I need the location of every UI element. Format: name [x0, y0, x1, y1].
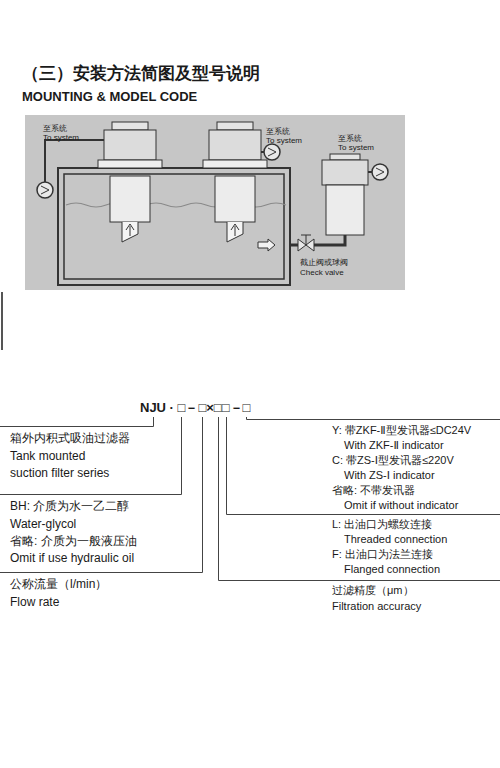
filter-flange	[98, 160, 162, 168]
section-heading: （三）安装方法简图及型号说明	[22, 64, 260, 84]
model-code: NJU · □－□×□□－□	[140, 401, 250, 416]
outlet-label: 至系统	[43, 124, 67, 133]
filter-head	[209, 130, 261, 160]
code-note: Tank mounted	[10, 450, 85, 464]
filter-head	[104, 130, 156, 160]
leader-line	[0, 417, 182, 495]
inlet-pipe	[290, 244, 298, 247]
code-note: Filtration accuracy	[332, 600, 421, 613]
tank-outer	[58, 168, 290, 285]
code-note: 过滤精度（μm）	[332, 584, 414, 597]
pump-symbol	[372, 164, 388, 180]
outlet-label: 至系统	[338, 134, 362, 143]
pump-symbol	[37, 182, 53, 198]
valve-label: 截止阀或球阀	[300, 258, 348, 267]
filter-cap	[112, 122, 148, 130]
code-note: Water-glycol	[10, 518, 76, 532]
code-note: Omit if use hydraulic oil	[10, 552, 134, 566]
code-note: 省略: 不带发讯器	[332, 484, 415, 497]
filter-body	[110, 176, 150, 222]
leader-line	[247, 417, 500, 420]
outlet-label: 至系统	[266, 127, 290, 136]
pump-mark	[268, 148, 276, 156]
code-note: 箱外内积式吸油过滤器	[10, 432, 130, 446]
code-note: With ZKF-Ⅱ indicator	[344, 439, 444, 452]
code-note: Threaded connection	[344, 533, 447, 546]
code-note: suction filter series	[10, 467, 109, 481]
filter-flange	[203, 160, 267, 168]
elbow-pipe	[314, 235, 345, 245]
code-note: Y: 带ZKF-Ⅱ型发讯器≤DC24V	[332, 424, 471, 437]
leader-line	[219, 417, 500, 581]
margin-bar	[1, 292, 3, 350]
filter-3	[258, 154, 388, 251]
code-note: With ZS-Ⅰ indicator	[344, 469, 435, 482]
illustration-panel	[25, 115, 405, 290]
inflow-arrow	[258, 239, 275, 251]
code-note: L: 出油口为螺纹连接	[332, 518, 432, 531]
pump-mark	[376, 168, 384, 176]
filter-head	[322, 160, 368, 185]
leader-line	[227, 417, 500, 515]
filter-1	[37, 122, 162, 242]
code-note: Omit if without indicator	[344, 499, 458, 512]
outlet-label: To system	[338, 143, 374, 152]
suction-tube	[122, 222, 138, 242]
leader-line	[0, 417, 203, 573]
leader-line	[0, 417, 154, 427]
pump-mark	[41, 186, 49, 194]
filter-body	[215, 176, 255, 222]
outlet-pipe	[45, 140, 104, 182]
tank-inner	[64, 174, 284, 279]
code-note: 公称流量（l/min）	[10, 578, 107, 592]
outlet-label: To system	[266, 136, 302, 145]
outlet-label: To system	[43, 133, 79, 142]
flow-arrow	[126, 224, 134, 236]
suction-tube	[227, 222, 243, 242]
code-note: BH: 介质为水一乙二醇	[10, 500, 129, 514]
valve-label: Check valve	[300, 268, 344, 277]
flow-arrow	[231, 224, 239, 236]
filter-cap	[330, 154, 360, 160]
code-note: C: 带ZS-Ⅰ型发讯器≤220V	[332, 454, 454, 467]
filter-body	[326, 185, 364, 235]
pump-symbol	[264, 144, 280, 160]
valve-handle	[301, 235, 311, 245]
code-note: Flanged connection	[344, 563, 440, 576]
code-note: F: 出油口为法兰连接	[332, 548, 433, 561]
filter-cap	[217, 122, 253, 130]
code-note: Flow rate	[10, 596, 59, 610]
section-subheading: MOUNTING & MODEL CODE	[22, 90, 197, 105]
code-note: 省略: 介质为一般液压油	[10, 535, 137, 549]
